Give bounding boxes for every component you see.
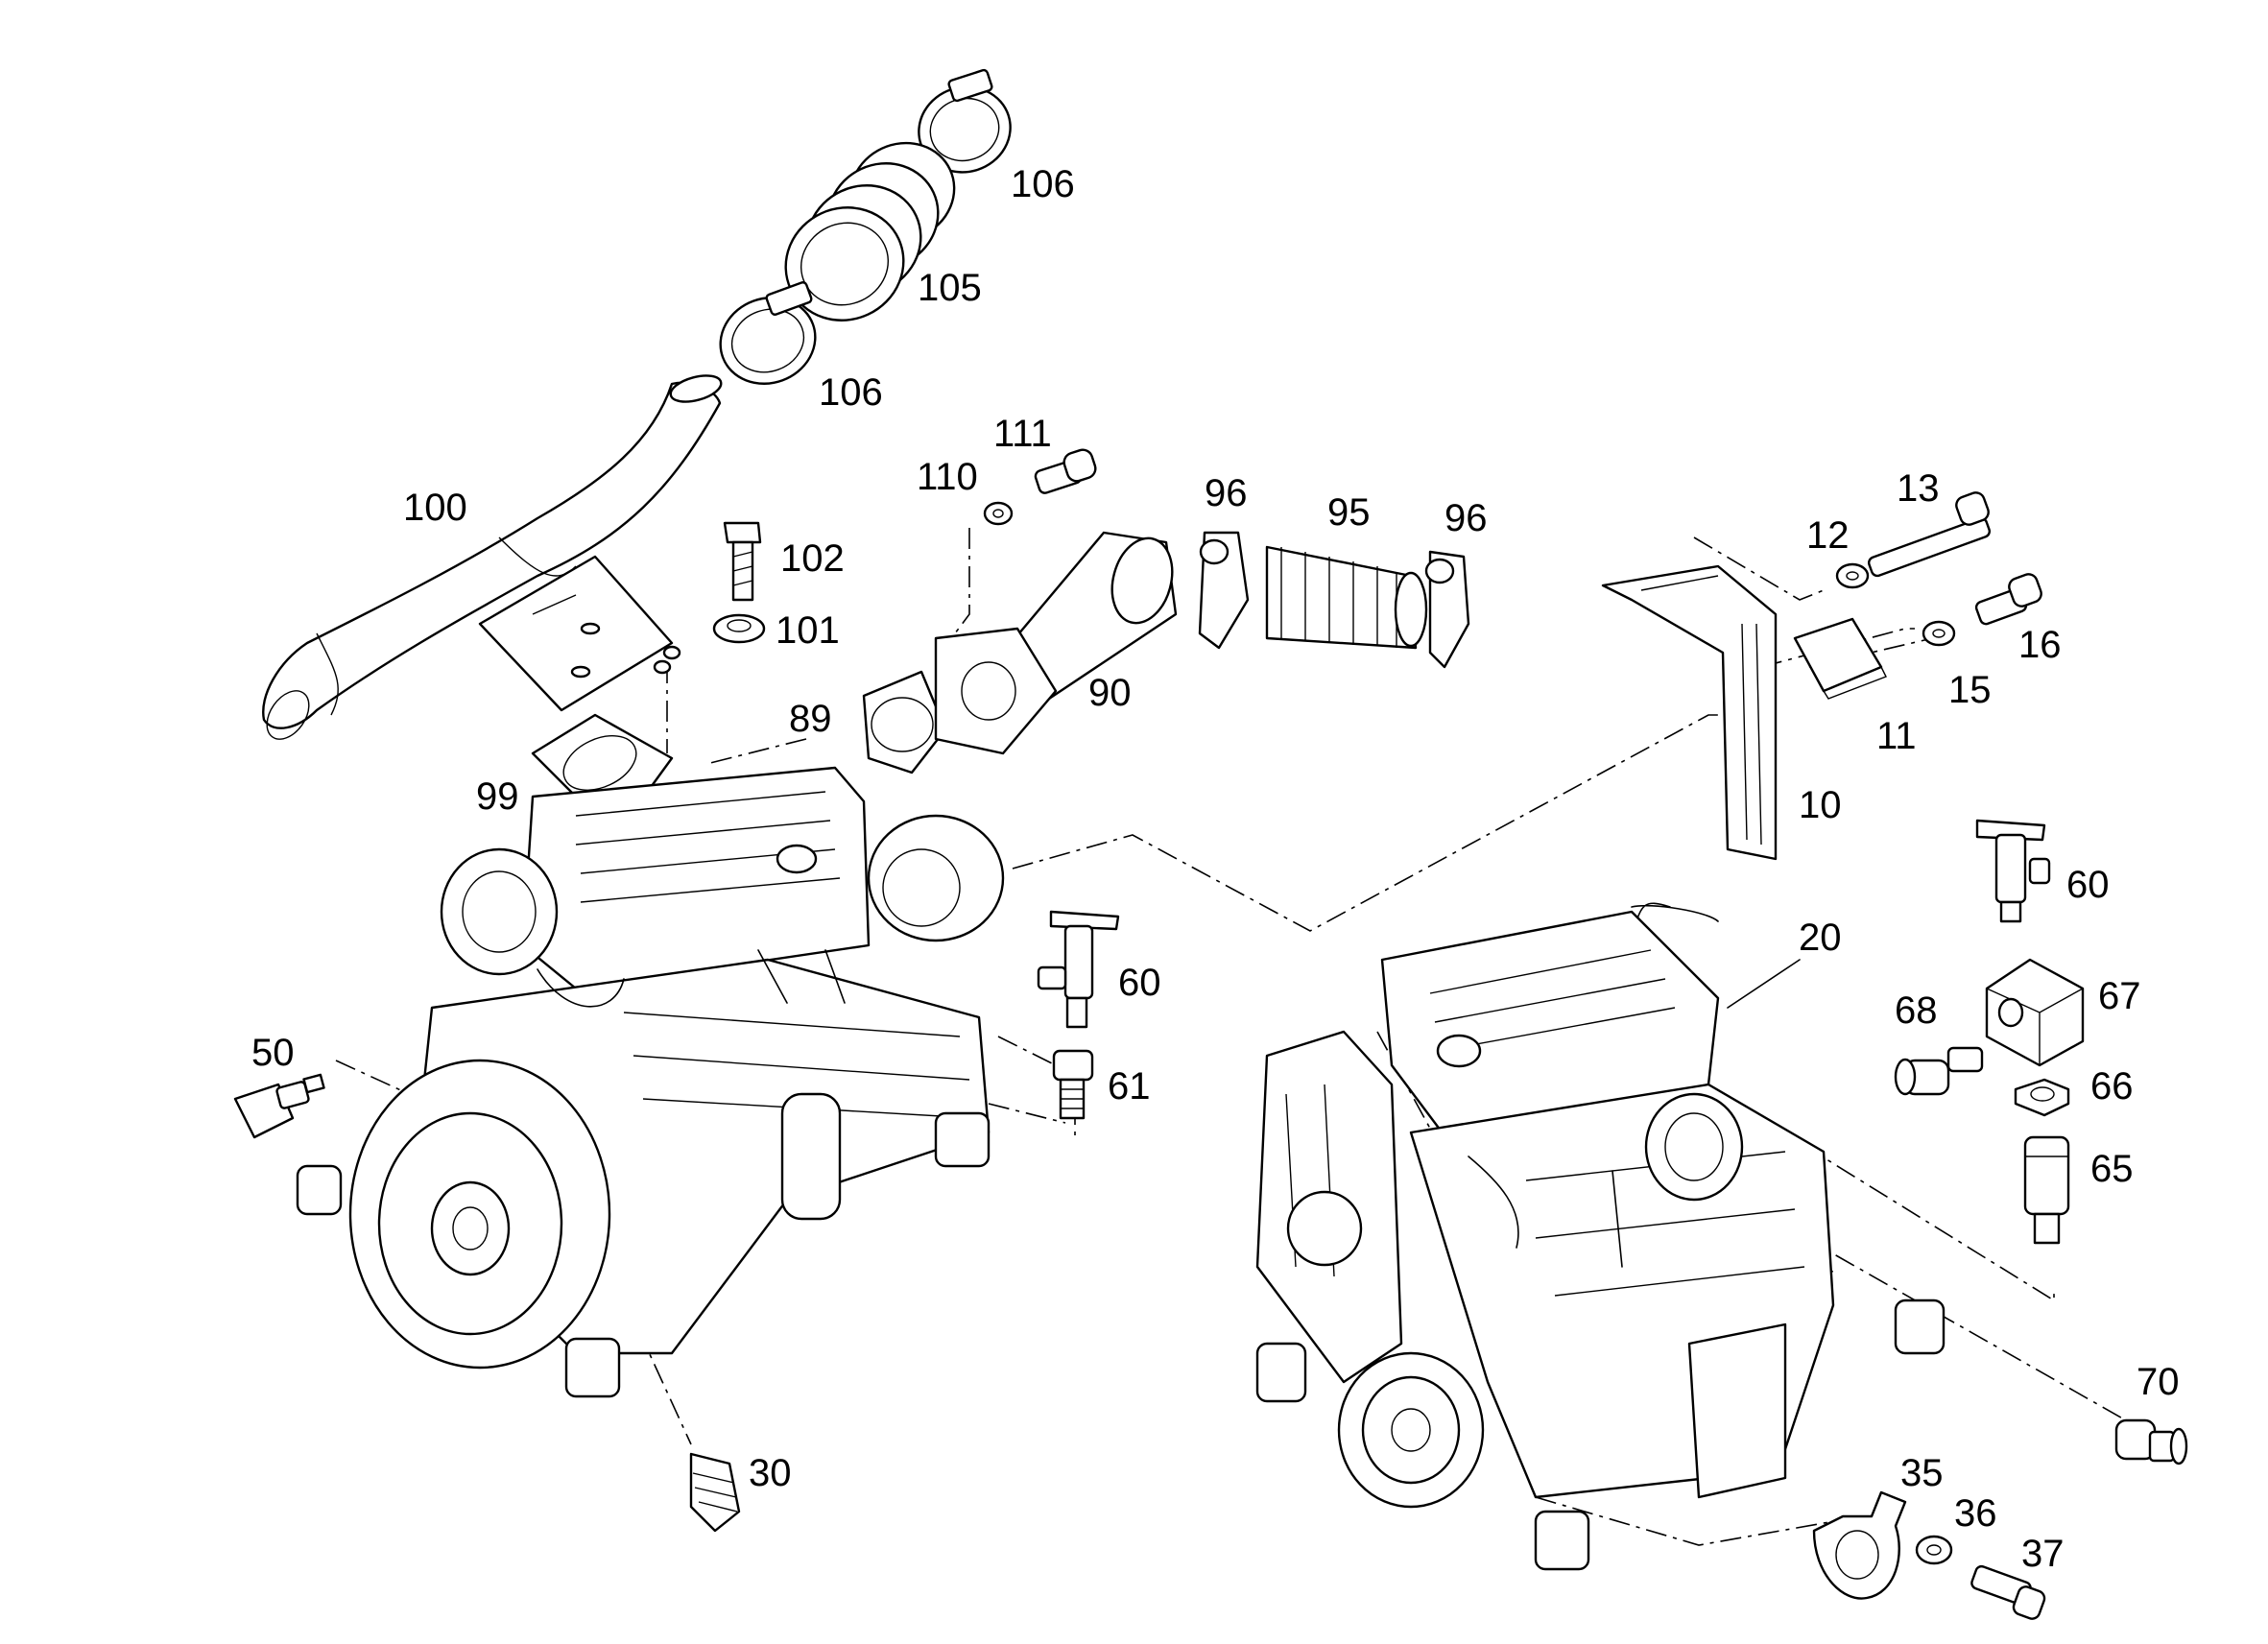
engine-right xyxy=(1255,902,1946,1571)
intake-pipe xyxy=(262,374,723,740)
fitting-61 xyxy=(1052,1049,1094,1120)
callout-96-left: 96 xyxy=(1205,472,1248,514)
elbow-pipe xyxy=(934,531,1178,755)
callout-66: 66 xyxy=(2090,1065,2134,1108)
callout-50: 50 xyxy=(251,1032,295,1074)
fitting-68 xyxy=(1894,1046,1984,1096)
leader-20 xyxy=(1727,959,1801,1009)
callout-68: 68 xyxy=(1895,989,1938,1032)
callout-105: 105 xyxy=(918,267,982,309)
callout-60-right: 60 xyxy=(2066,864,2110,906)
callout-106-top: 106 xyxy=(1011,163,1075,205)
bolt-102 xyxy=(723,521,762,602)
callout-96-right: 96 xyxy=(1444,497,1488,539)
callout-10: 10 xyxy=(1799,784,1842,826)
engine-left xyxy=(296,766,1005,1398)
hose-clamp-bottom xyxy=(719,281,817,385)
bolt-13 xyxy=(1867,491,1992,578)
drain-valve-right xyxy=(1975,819,2051,923)
rubber-hose xyxy=(784,141,956,322)
callout-35: 35 xyxy=(1900,1452,1944,1494)
callout-106-bottom: 106 xyxy=(819,371,883,414)
bolt-16 xyxy=(1974,573,2042,626)
callout-70: 70 xyxy=(2137,1361,2180,1403)
washer-101 xyxy=(712,613,766,644)
sensor-50 xyxy=(233,1073,325,1139)
tee-block-67 xyxy=(1985,958,2085,1067)
callout-90: 90 xyxy=(1088,672,1132,714)
fitting-65 xyxy=(2023,1135,2070,1245)
callout-95: 95 xyxy=(1327,491,1371,534)
callout-36: 36 xyxy=(1954,1492,1997,1535)
bolt-111 xyxy=(1034,448,1097,494)
callout-61: 61 xyxy=(1108,1065,1151,1108)
clamp-96-right xyxy=(1424,550,1470,669)
callout-20: 20 xyxy=(1799,917,1842,959)
callout-65: 65 xyxy=(2090,1148,2134,1190)
bellows xyxy=(1265,545,1428,650)
callout-labels: 106 105 106 100 102 101 99 89 111 110 90… xyxy=(251,163,2180,1575)
washer-110 xyxy=(983,501,1014,526)
hose-clamp-top xyxy=(918,68,1012,174)
spacer-11 xyxy=(1793,617,1887,700)
fitting-70 xyxy=(2114,1418,2188,1465)
callout-89: 89 xyxy=(789,698,832,740)
callout-99: 99 xyxy=(476,775,519,818)
callout-16: 16 xyxy=(2018,624,2062,666)
washer-12 xyxy=(1835,562,1870,589)
washer-15 xyxy=(1922,620,1956,647)
nut-66 xyxy=(2014,1078,2070,1117)
callout-111: 111 xyxy=(993,413,1052,455)
drain-valve-left xyxy=(1037,910,1120,1029)
callout-102: 102 xyxy=(780,537,845,580)
bolt-37 xyxy=(1970,1564,2046,1620)
callout-60-left: 60 xyxy=(1118,962,1161,1004)
strainer-30 xyxy=(689,1452,741,1533)
callout-13: 13 xyxy=(1897,467,1940,510)
callout-100: 100 xyxy=(403,487,467,529)
callout-101: 101 xyxy=(776,609,840,652)
callout-67: 67 xyxy=(2098,975,2141,1017)
gasket-89 xyxy=(862,670,947,774)
bracket-10 xyxy=(1601,564,1778,861)
callout-37: 37 xyxy=(2021,1533,2065,1575)
callout-15: 15 xyxy=(1948,669,1992,711)
callout-30: 30 xyxy=(749,1452,792,1494)
callout-12: 12 xyxy=(1806,514,1850,557)
cable-clamp-35 xyxy=(1812,1490,1907,1600)
washer-36 xyxy=(1915,1535,1953,1565)
callout-11: 11 xyxy=(1876,715,1917,757)
clamp-96-left xyxy=(1198,531,1250,650)
callout-110: 110 xyxy=(917,456,978,498)
